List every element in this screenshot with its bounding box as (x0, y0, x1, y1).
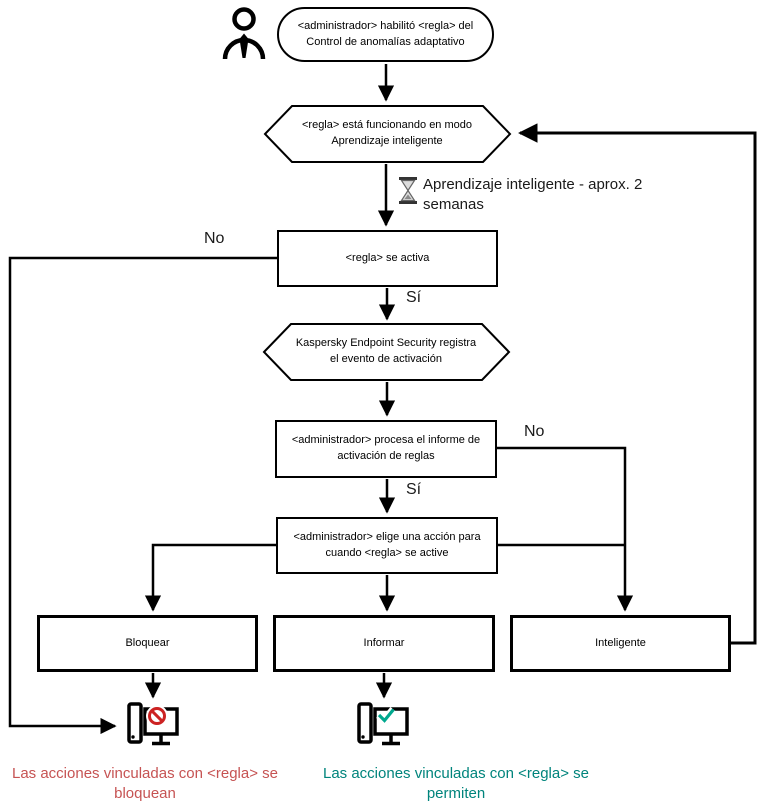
node-process-report: <administrador> procesa el informe de ac… (275, 420, 497, 478)
edge-smart-loop-to-learning (518, 123, 757, 645)
hexagon-log-event-shape (262, 323, 511, 381)
node-log-event-label: Kaspersky Endpoint Security registra el … (295, 337, 477, 365)
caption-allowed: Las acciones vinculadas con <regla> se p… (322, 765, 589, 803)
node-inform: Informar (273, 615, 495, 672)
node-block: Bloquear (37, 615, 258, 672)
hourglass-icon (399, 177, 417, 204)
label-yes-after-report: Sí (406, 481, 422, 498)
caption-blocked: Las acciones vinculadas con <regla> se b… (11, 765, 278, 803)
node-learning-mode-label: <regla> está funcionando en modo Aprendi… (301, 119, 473, 147)
hexagon-learning-mode-shape (263, 105, 512, 163)
node-rule-triggers: <regla> se activa (277, 230, 498, 287)
computer-blocked-icon (127, 702, 179, 746)
computer-allowed-icon (357, 702, 409, 746)
node-choose-action: <administrador> elige una acción para cu… (276, 517, 498, 574)
node-start: <administrador> habilitó <regla> del Con… (277, 7, 494, 62)
label-no-right: No (524, 423, 545, 440)
label-yes-after-trigger: Sí (406, 289, 422, 306)
edge-report-no-to-smart (497, 446, 634, 612)
user-icon (222, 7, 266, 60)
edge-choose-to-block (144, 543, 276, 612)
label-learning-duration: Aprendizaje inteligente - aprox. 2 seman… (423, 176, 643, 213)
edge-trigger-no-to-blocked (8, 256, 277, 735)
label-no-left: No (204, 230, 225, 247)
node-smart: Inteligente (510, 615, 731, 672)
